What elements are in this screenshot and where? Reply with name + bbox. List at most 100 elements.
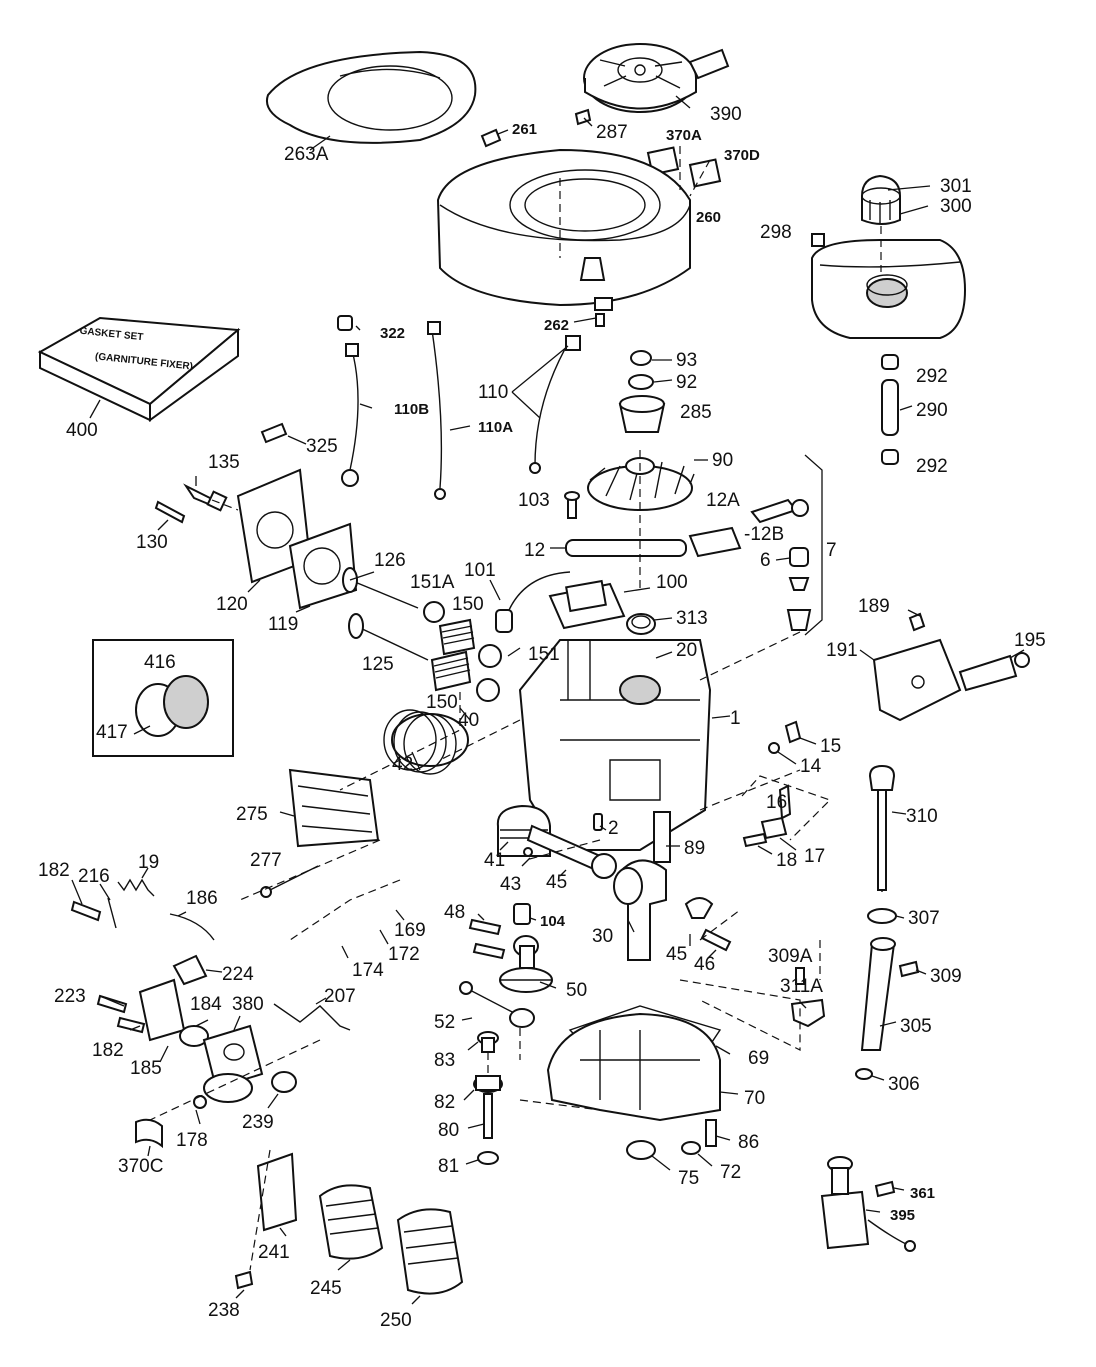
part-245-filter-element	[318, 1184, 384, 1260]
callout-93: 93	[676, 350, 697, 371]
part-12B-fitting	[688, 526, 742, 558]
part-110B-ground-wire	[341, 343, 359, 487]
part-72-plug	[681, 1141, 701, 1155]
part-239-gasket	[271, 1071, 297, 1093]
part-93-nut	[630, 350, 652, 366]
part-18-screw	[742, 832, 768, 848]
callout-12: 12	[524, 540, 545, 561]
callout-263A: 263A	[284, 144, 329, 165]
part-309-screw	[898, 960, 920, 978]
part-110-wire	[529, 335, 581, 474]
callout-370C: 370C	[118, 1156, 163, 1177]
part-50-camshaft	[499, 935, 553, 993]
part-110A-wire	[427, 321, 446, 500]
part-300-fuel-tank	[811, 239, 967, 339]
part-306-seal	[855, 1068, 873, 1080]
callout-19: 19	[138, 852, 159, 873]
callout-238: 238	[208, 1300, 240, 1321]
part-361-screw	[874, 1180, 896, 1198]
callout-380: 380	[232, 994, 264, 1015]
callout-leaders	[71, 95, 1025, 1305]
callout-416: 416	[144, 652, 176, 673]
part-15-link	[784, 720, 802, 744]
callout-178: 178	[176, 1130, 208, 1151]
callout-186: 186	[186, 888, 218, 909]
part-313-seal	[626, 613, 656, 635]
callout-309A: 309A	[768, 946, 813, 967]
callout-223: 223	[54, 986, 86, 1007]
part-325-clip	[260, 422, 288, 444]
callout-400: 400	[66, 420, 98, 441]
part-184-gasket	[179, 1025, 209, 1047]
callout-110: 110	[478, 382, 508, 403]
callout-70: 70	[744, 1088, 765, 1109]
part-17-bracket	[760, 816, 788, 840]
part-48-bolt	[468, 918, 506, 960]
part-43-pin-clip	[523, 847, 533, 857]
callout-110B: 110B	[394, 401, 429, 418]
part-395-starter-motor	[820, 1156, 916, 1252]
part-292-clamp-upper	[881, 354, 899, 370]
callout-40: 40	[458, 710, 479, 731]
part-119-head-gasket	[288, 522, 358, 610]
callout-89: 89	[684, 838, 705, 859]
callout-290: 290	[916, 400, 948, 421]
part-285-cup	[618, 395, 666, 433]
callout-15: 15	[820, 736, 841, 757]
callout-307: 307	[908, 908, 940, 929]
callout-150-lower: 150	[426, 692, 458, 713]
assembly-lines	[149, 146, 882, 1271]
callout-309: 309	[930, 966, 962, 987]
callout-262: 262	[544, 317, 569, 334]
part-90-flywheel	[587, 457, 695, 511]
part-238-screw	[234, 1270, 254, 1290]
part-14-screw	[768, 742, 780, 754]
callout-151: 151	[528, 644, 560, 665]
part-182-screw-lower	[116, 1016, 146, 1034]
callout-110A: 110A	[478, 419, 513, 436]
part-191-control-bracket	[872, 638, 962, 722]
callout-104: 104	[540, 913, 566, 930]
callout-216: 216	[78, 866, 110, 887]
callout-81: 81	[438, 1156, 459, 1177]
callout-130: 130	[136, 532, 168, 553]
callout-20: 20	[676, 640, 697, 661]
callout-191: 191	[826, 640, 858, 661]
part-82-gear	[473, 1075, 503, 1093]
callout-50: 50	[566, 980, 587, 1001]
callout-260: 260	[696, 209, 721, 226]
part-151A-seal	[423, 601, 445, 623]
callout-12B: -12B	[744, 524, 784, 545]
callout-182-upper: 182	[38, 860, 70, 881]
part-75-oil-seal	[626, 1140, 656, 1160]
callout-275: 275	[236, 804, 268, 825]
callout-103: 103	[518, 490, 550, 511]
callout-325: 325	[306, 436, 338, 457]
callout-310: 310	[906, 806, 938, 827]
callout-90: 90	[712, 450, 733, 471]
callout-52: 52	[434, 1012, 455, 1033]
part-310-dipstick	[868, 764, 896, 892]
callout-241: 241	[258, 1242, 290, 1263]
callout-182-lower: 182	[92, 1040, 124, 1061]
part-92-washer	[628, 374, 654, 390]
callout-12A: 12A	[706, 490, 740, 511]
callout-224: 224	[222, 964, 254, 985]
part-370D-decal	[688, 158, 722, 188]
callout-14: 14	[800, 756, 822, 777]
part-86-bolt	[705, 1119, 717, 1147]
part-12A-connector	[750, 498, 809, 524]
part-83-bushing	[477, 1031, 499, 1053]
callout-7: 7	[826, 540, 837, 561]
part-370C-decal	[135, 1118, 163, 1149]
part-390-rewind-starter	[583, 43, 730, 113]
part-287-screw	[574, 108, 593, 127]
callout-45-cap: 45	[666, 944, 687, 965]
callout-390: 390	[710, 104, 742, 125]
callout-45-rod: 45	[546, 872, 567, 893]
part-298-screw	[811, 233, 825, 247]
part-263A-cover	[266, 50, 477, 144]
callout-298: 298	[760, 222, 792, 243]
part-150-spring-upper	[438, 618, 476, 656]
